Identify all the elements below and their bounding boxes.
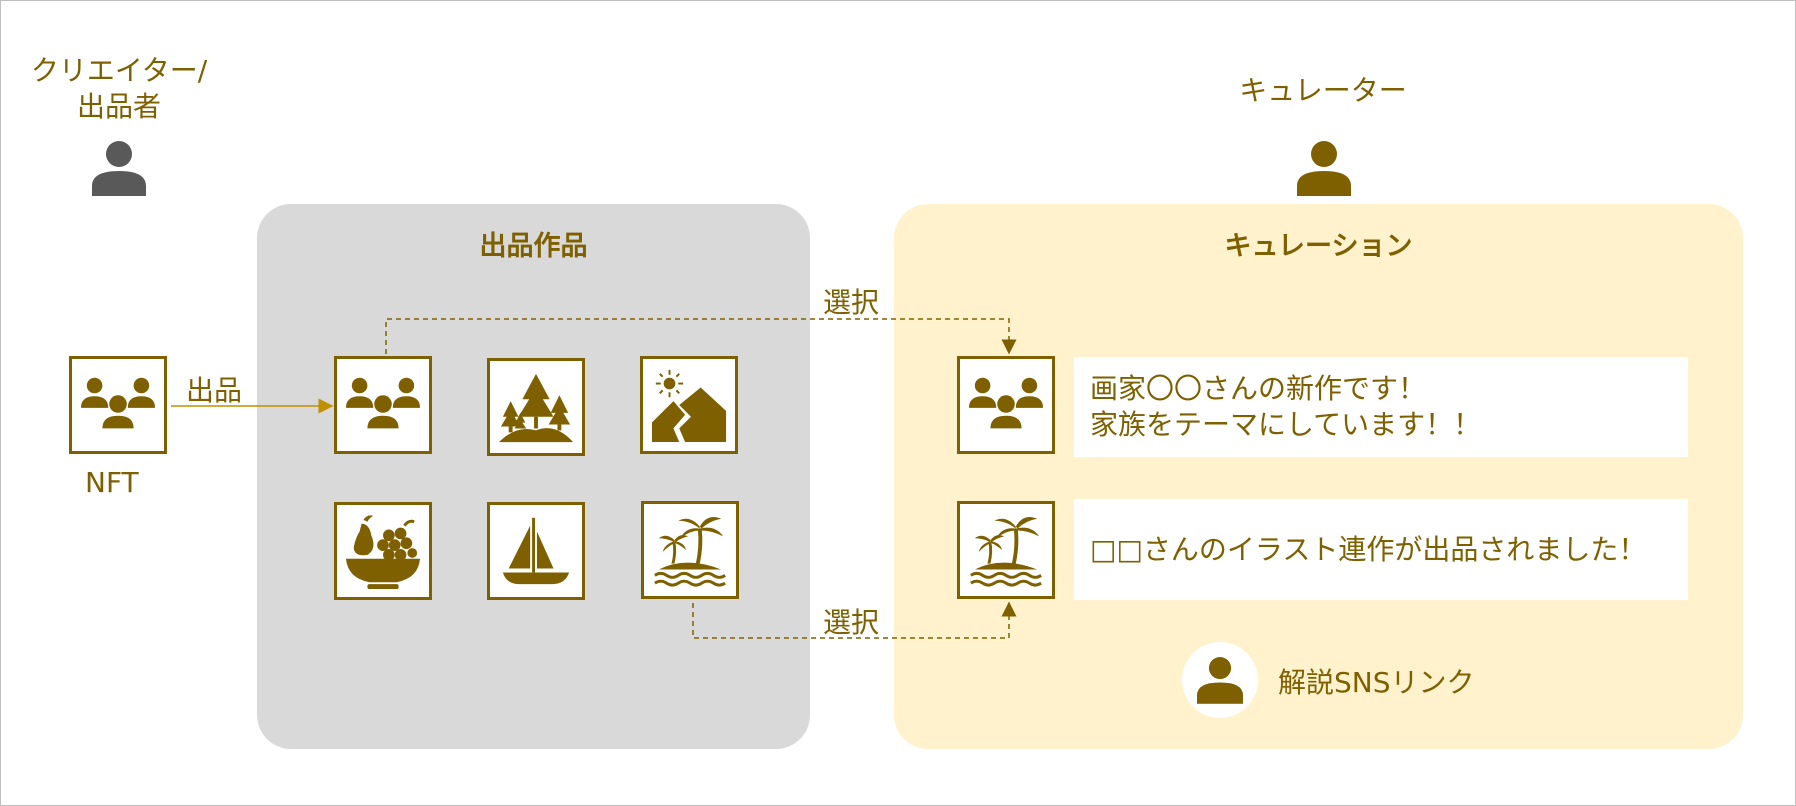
nft-label: NFT bbox=[85, 466, 139, 499]
post-card-2[interactable]: □□さんのイラスト連作が出品されました！ bbox=[1074, 499, 1688, 600]
sns-link-label[interactable]: 解説SNSリンク bbox=[1278, 666, 1475, 699]
creator-person-icon bbox=[92, 140, 146, 196]
work-fruit-bowl-icon[interactable] bbox=[334, 502, 432, 600]
post-card-1[interactable]: 画家〇〇さんの新作です！ 家族をテーマにしています！！ bbox=[1074, 357, 1688, 457]
sns-avatar[interactable] bbox=[1182, 642, 1258, 718]
creator-label: クリエイター/ 出品者 bbox=[19, 53, 219, 125]
creator-label-line2: 出品者 bbox=[76, 90, 161, 123]
work-mountain-sun-icon[interactable] bbox=[640, 356, 738, 454]
creator-label-line1: クリエイター/ bbox=[30, 54, 208, 87]
work-family-icon[interactable] bbox=[334, 356, 432, 454]
curator-label: キュレーター bbox=[1239, 74, 1407, 107]
work-forest-icon[interactable] bbox=[487, 358, 585, 456]
sns-person-icon bbox=[1197, 656, 1243, 704]
post-palm-island-icon[interactable] bbox=[957, 501, 1055, 599]
work-sailboat-icon[interactable] bbox=[487, 502, 585, 600]
post-1-line2: 家族をテーマにしています！！ bbox=[1090, 408, 1482, 441]
post-2-line1: □□さんのイラスト連作が出品されました！ bbox=[1090, 532, 1647, 566]
curation-panel: キュレーション bbox=[894, 204, 1743, 749]
works-panel: 出品作品 bbox=[257, 204, 810, 749]
select-label-bottom: 選択 bbox=[823, 606, 880, 639]
work-palm-island-icon[interactable] bbox=[641, 501, 739, 599]
post-family-icon[interactable] bbox=[957, 356, 1055, 454]
post-1-line1: 画家〇〇さんの新作です！ bbox=[1090, 372, 1427, 405]
submit-label: 出品 bbox=[186, 374, 243, 407]
curation-panel-title: キュレーション bbox=[1224, 231, 1413, 262]
nft-family-icon bbox=[69, 356, 167, 454]
works-panel-title: 出品作品 bbox=[479, 231, 588, 262]
curator-person-icon bbox=[1297, 140, 1351, 196]
select-label-top: 選択 bbox=[823, 286, 880, 319]
